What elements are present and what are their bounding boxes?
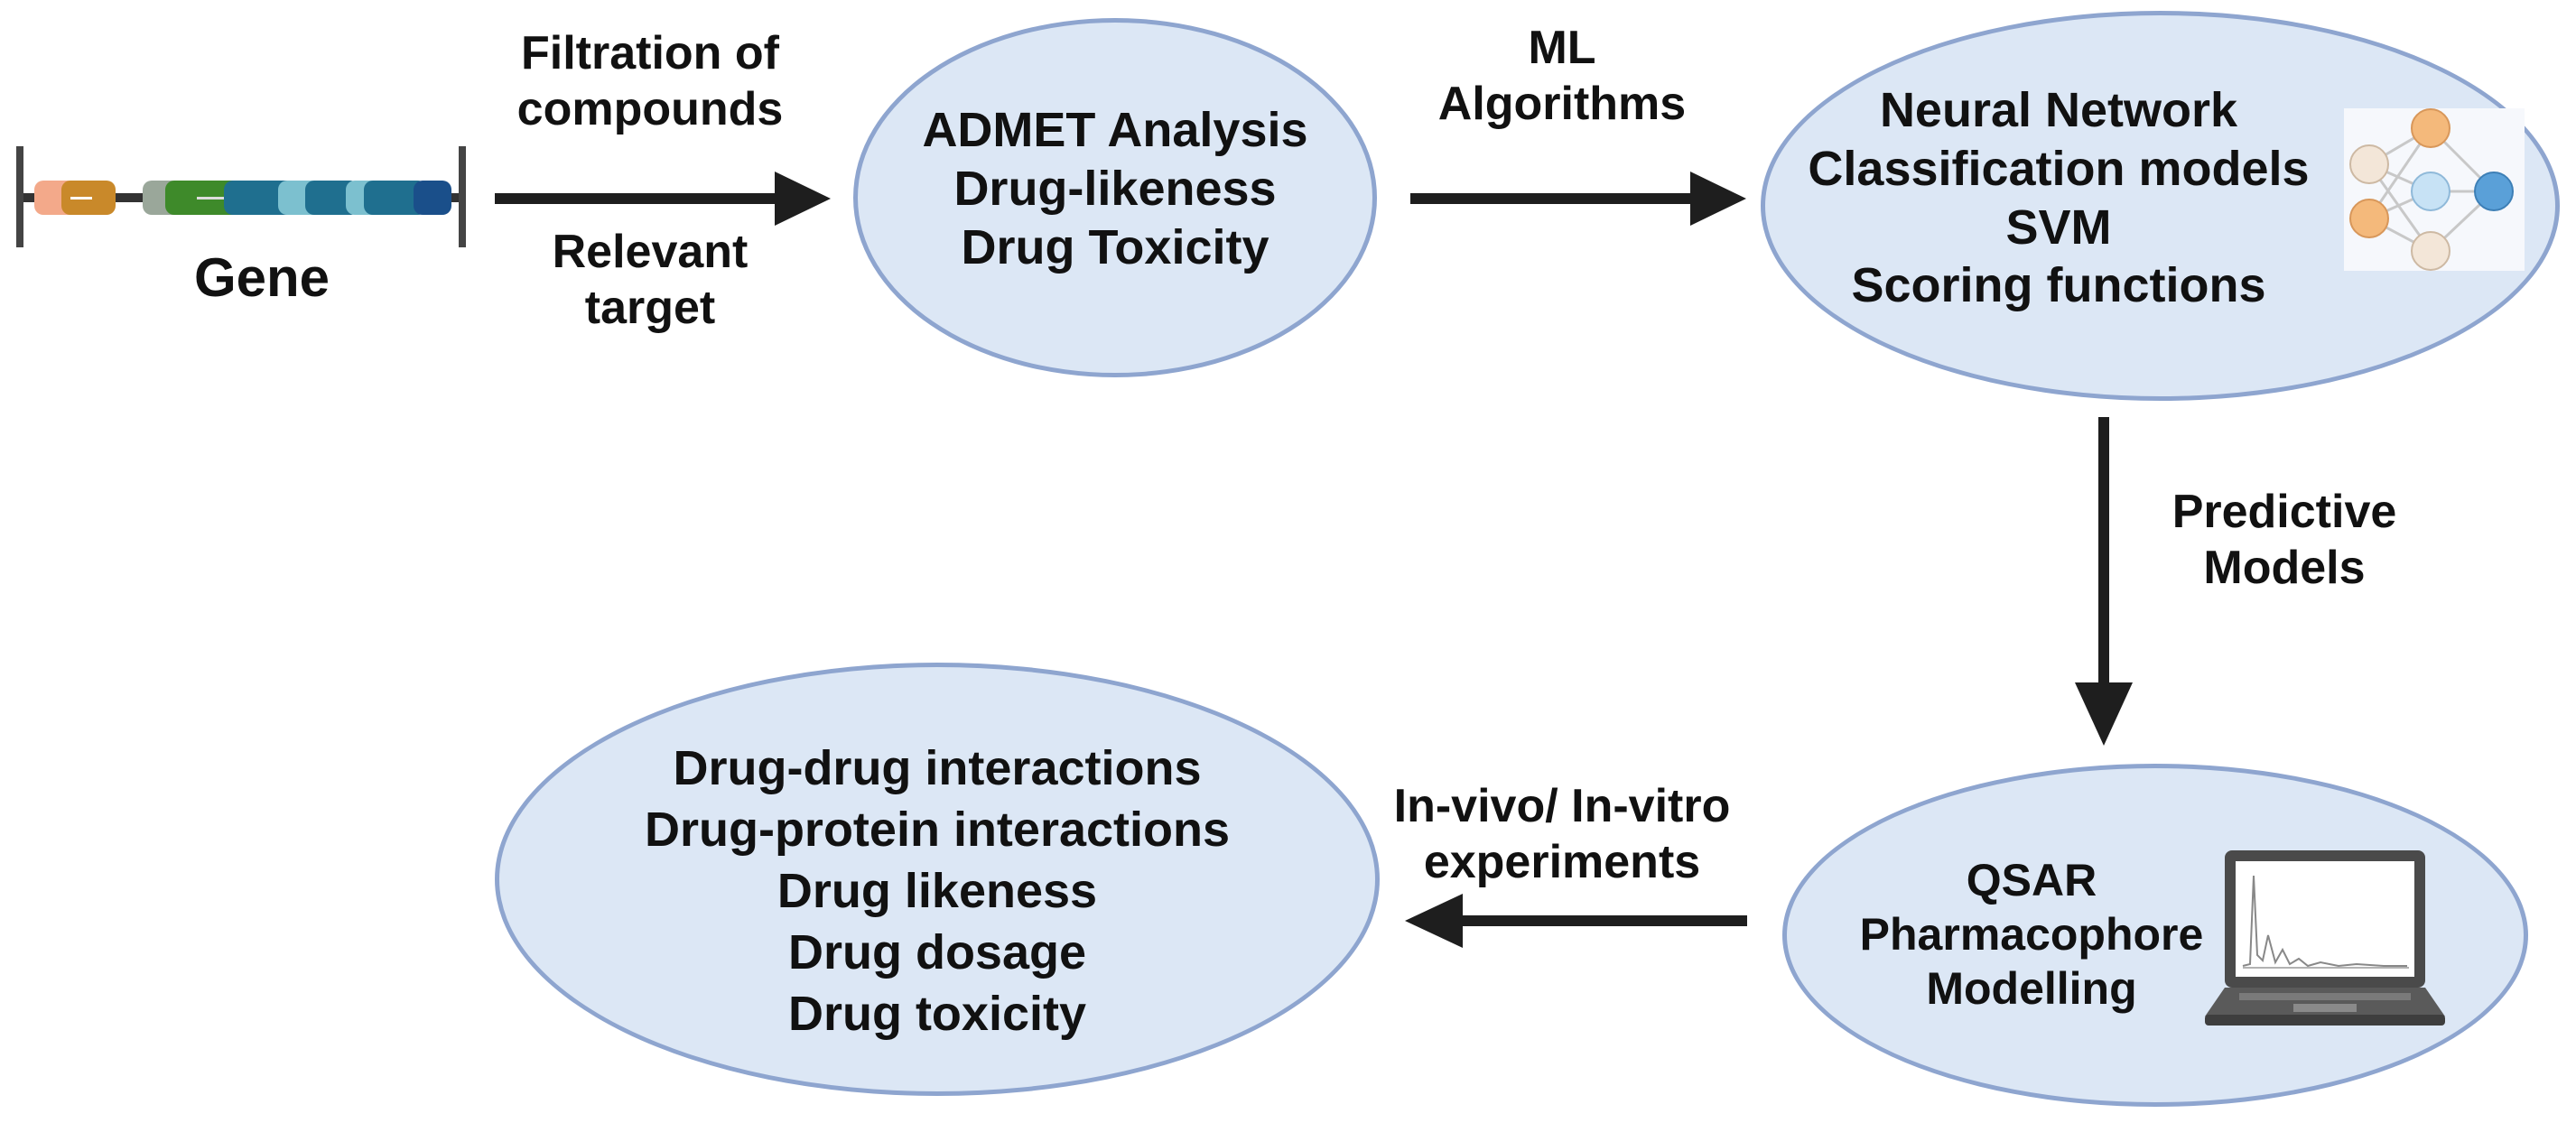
laptop-chart-icon: [2205, 850, 2445, 1026]
arrow-predictive-models: [2075, 417, 2133, 746]
arrow1-top-label: Filtration of compounds: [516, 27, 784, 136]
arrow-ml-algorithms: [1410, 172, 1746, 226]
gene-label: Gene: [193, 247, 330, 308]
arrow3-label: Predictive Models: [2171, 486, 2397, 595]
admet-text: ADMET Analysis Drug-likeness Drug Toxici…: [922, 103, 1308, 274]
arrow1-bottom-label: Relevant target: [552, 226, 749, 335]
arrow-in-vivo-in-vitro: [1405, 894, 1747, 948]
qsar-text: QSAR Pharmacophore Modelling: [1859, 855, 2204, 1014]
ml-models-text: Neural Network Classification models SVM…: [1808, 83, 2310, 313]
arrow2-label: ML Algorithms: [1437, 22, 1687, 131]
arrow-filtration: [495, 172, 831, 226]
gene-segment-icon: [16, 146, 466, 247]
neural-network-icon: [2344, 108, 2525, 271]
outcomes-ellipse: [495, 663, 1380, 1096]
outcomes-text: Drug-drug interactions Drug-protein inte…: [644, 741, 1231, 1042]
arrow4-label: In-vivo/ In-vitro experiments: [1393, 780, 1731, 889]
admet-ellipse: [853, 18, 1377, 377]
